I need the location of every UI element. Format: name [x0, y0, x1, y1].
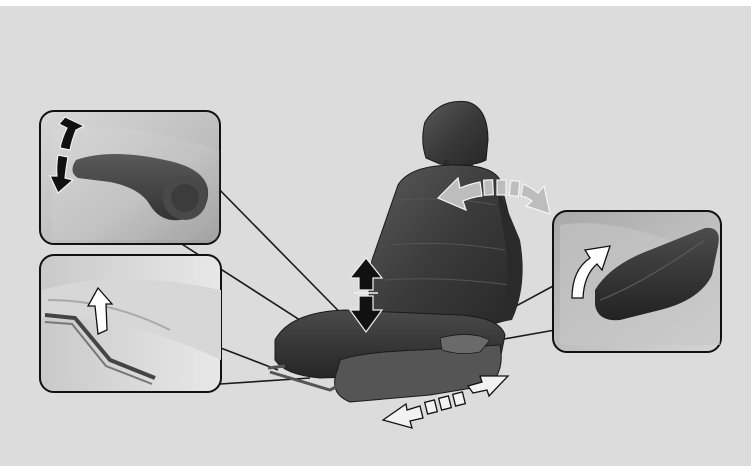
- height-lever-callout: [40, 111, 220, 244]
- headrest: [423, 101, 488, 165]
- recline-lever-callout: [553, 211, 721, 352]
- slide-bar-callout: [40, 255, 221, 392]
- seat: [268, 101, 523, 402]
